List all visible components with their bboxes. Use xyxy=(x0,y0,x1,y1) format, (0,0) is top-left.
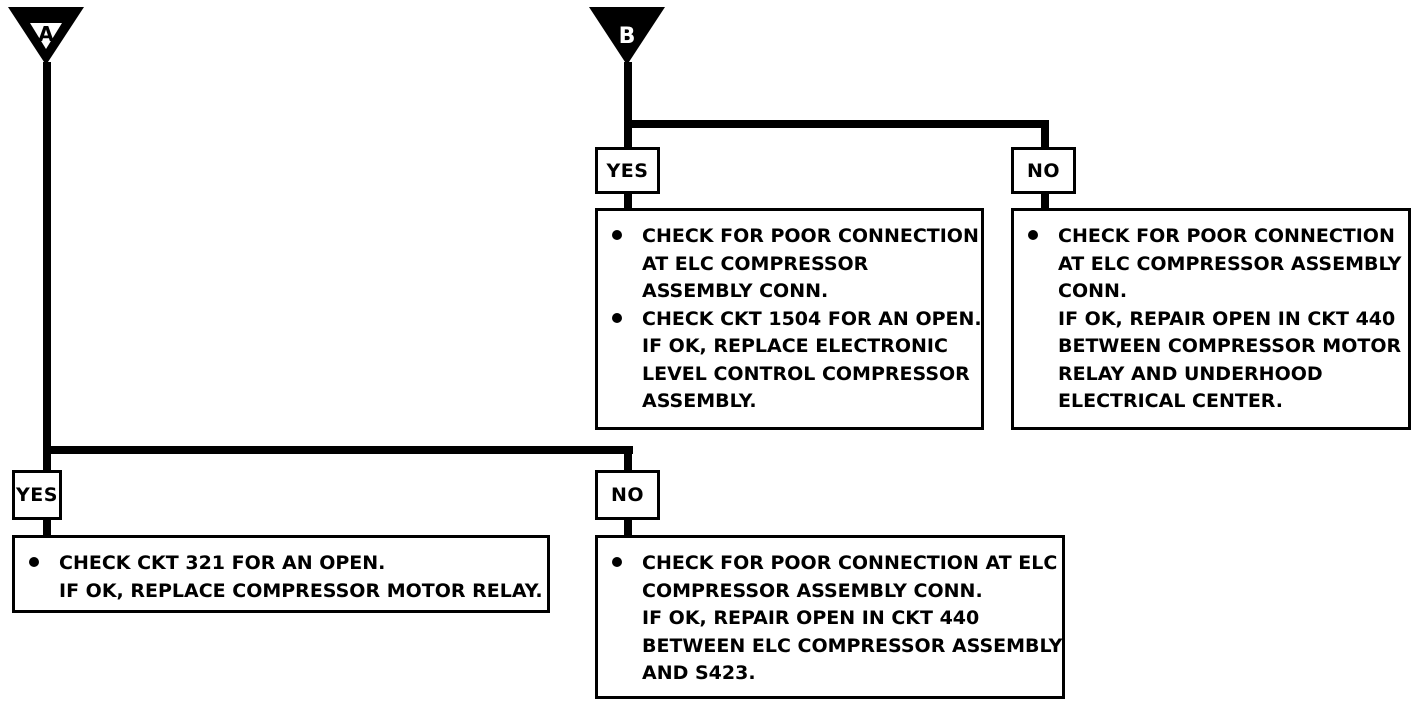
a-yes-action-box: CHECK CKT 321 FOR AN OPEN. IF OK, REPLAC… xyxy=(12,535,550,613)
action-line: CONN. xyxy=(1058,280,1128,302)
bullet-icon xyxy=(29,557,39,567)
a-no-action-box: CHECK FOR POOR CONNECTION AT ELC COMPRES… xyxy=(595,535,1065,699)
action-line: AND S423. xyxy=(642,662,756,684)
b-yes-action-box: CHECK FOR POOR CONNECTION AT ELC COMPRES… xyxy=(595,208,984,430)
connector-b-yes-to-box xyxy=(624,190,632,210)
marker-a-label: A xyxy=(38,22,54,46)
action-line: COMPRESSOR ASSEMBLY CONN. xyxy=(642,579,983,602)
action-line: RELAY AND UNDERHOOD xyxy=(1058,362,1323,385)
action-line: IF OK, REPAIR OPEN IN CKT 440 xyxy=(642,607,980,629)
action-item: CHECK FOR POOR CONNECTION AT ELC COMPRES… xyxy=(1028,223,1402,416)
action-line: IF OK, REPLACE COMPRESSOR MOTOR RELAY. xyxy=(59,579,543,602)
action-line: CHECK FOR POOR CONNECTION xyxy=(1058,225,1395,247)
action-line: LEVEL CONTROL COMPRESSOR xyxy=(642,362,970,385)
marker-b: B xyxy=(589,7,665,65)
connector-a-yes-to-box xyxy=(43,516,51,538)
action-line: CHECK FOR POOR CONNECTION AT ELC xyxy=(642,552,1058,574)
action-item: CHECK FOR POOR CONNECTION AT ELC COMPRES… xyxy=(612,223,979,306)
bullet-icon xyxy=(612,557,622,567)
a-no-label-text: NO xyxy=(610,484,645,506)
bullet-icon xyxy=(612,230,622,240)
connector-a-split xyxy=(43,446,633,454)
connector-b-split xyxy=(624,120,1049,128)
b-no-action-box: CHECK FOR POOR CONNECTION AT ELC COMPRES… xyxy=(1011,208,1411,430)
action-item: CHECK FOR POOR CONNECTION AT ELC COMPRES… xyxy=(612,550,1062,688)
connector-a-trunk xyxy=(43,62,51,480)
action-line: CHECK CKT 1504 FOR AN OPEN. xyxy=(642,307,982,330)
a-yes-label: YES xyxy=(12,470,62,520)
action-line: AT ELC COMPRESSOR xyxy=(642,252,869,275)
marker-b-label: B xyxy=(619,24,636,49)
action-item: CHECK CKT 1504 FOR AN OPEN. IF OK, REPLA… xyxy=(612,306,982,416)
action-line: IF OK, REPAIR OPEN IN CKT 440 xyxy=(1058,307,1396,330)
connector-a-no-drop xyxy=(624,446,632,482)
action-line: ELECTRICAL CENTER. xyxy=(1058,390,1284,412)
action-line: CHECK FOR POOR CONNECTION xyxy=(642,225,979,247)
action-line: IF OK, REPLACE ELECTRONIC xyxy=(642,335,948,357)
b-no-label-text: NO xyxy=(1026,159,1061,182)
action-item: CHECK CKT 321 FOR AN OPEN. IF OK, REPLAC… xyxy=(29,550,543,605)
connector-a-no-to-box xyxy=(624,516,632,538)
connector-b-trunk xyxy=(624,62,632,150)
b-yes-label: YES xyxy=(595,147,660,194)
action-line: ASSEMBLY CONN. xyxy=(642,280,829,302)
marker-a: A xyxy=(8,7,84,65)
connector-b-no-to-box xyxy=(1041,190,1049,210)
a-no-label: NO xyxy=(595,470,660,520)
action-line: BETWEEN COMPRESSOR MOTOR xyxy=(1058,335,1402,357)
connector-b-no-drop xyxy=(1041,120,1049,150)
b-yes-label-text: YES xyxy=(606,159,649,182)
bullet-icon xyxy=(1028,230,1038,240)
action-line: ASSEMBLY. xyxy=(642,390,757,412)
action-line: BETWEEN ELC COMPRESSOR ASSEMBLY xyxy=(642,634,1063,657)
action-line: CHECK CKT 321 FOR AN OPEN. xyxy=(59,552,386,574)
action-line: AT ELC COMPRESSOR ASSEMBLY xyxy=(1058,252,1402,275)
bullet-icon xyxy=(612,312,622,323)
b-no-label: NO xyxy=(1011,147,1076,194)
a-yes-label-text: YES xyxy=(16,484,58,506)
